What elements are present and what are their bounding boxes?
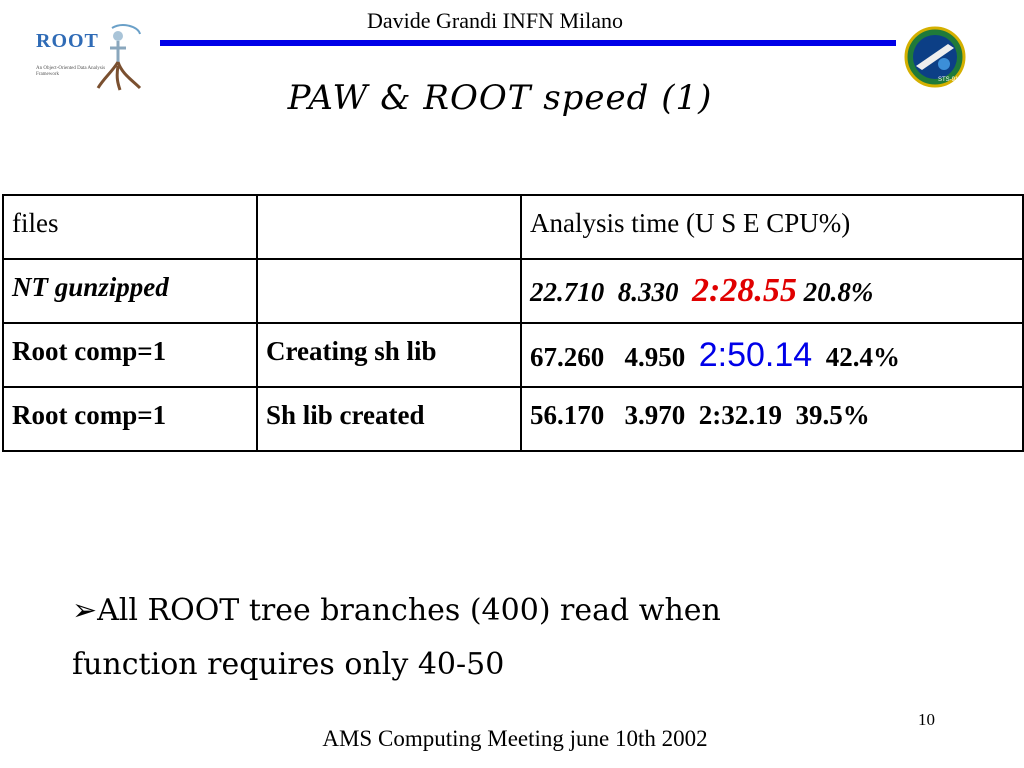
slide-title: PAW & ROOT speed (1): [287, 78, 713, 118]
elapsed-time: 2:32.19: [698, 400, 782, 430]
cpu-percent: 42.4%: [825, 342, 900, 372]
system-time: 4.950: [624, 342, 686, 372]
header-author: Davide Grandi INFN Milano: [366, 8, 623, 33]
root-logo: ROOT An Object-Oriented Data Analysis Fr…: [30, 22, 146, 92]
user-time: 56.170: [530, 400, 605, 430]
timing-cell: 22.710 8.330 2:28.55 20.8%: [520, 258, 1024, 324]
bullet-text: All ROOT tree branches (400) read when f…: [72, 593, 721, 682]
root-tree-figure-icon: [96, 24, 142, 91]
arrow-bullet-icon: ➢: [72, 593, 98, 628]
table-row: Root comp=1 Creating sh lib 67.260 4.950…: [2, 322, 1024, 388]
elapsed-time: 2:50.14: [698, 336, 813, 374]
root-logo-word: ROOT: [36, 30, 99, 52]
note-cell: [256, 258, 522, 324]
header-rule: [160, 40, 896, 46]
note-cell: Sh lib created: [256, 386, 522, 452]
cpu-percent: 39.5%: [795, 400, 870, 430]
timing-cell: 56.170 3.970 2:32.19 39.5%: [520, 386, 1024, 452]
elapsed-time: 2:28.55: [692, 272, 797, 309]
file-cell: NT gunzipped: [2, 258, 258, 324]
root-logo-tagline: An Object-Oriented Data Analysis Framewo…: [36, 66, 106, 77]
system-time: 3.970: [624, 400, 686, 430]
timing-table: files Analysis time (U S E CPU%) NT gunz…: [2, 194, 1024, 452]
table-row: Root comp=1 Sh lib created 56.170 3.970 …: [2, 386, 1024, 452]
table-header-cell: files: [2, 194, 258, 260]
file-cell: Root comp=1: [2, 322, 258, 388]
note-cell: Creating sh lib: [256, 322, 522, 388]
timing-cell: 67.260 4.950 2:50.14 42.4%: [520, 322, 1024, 388]
footer: AMS Computing Meeting june 10th 2002: [322, 726, 708, 751]
file-cell: Root comp=1: [2, 386, 258, 452]
page-number: 10: [918, 710, 935, 729]
table-header-row: files Analysis time (U S E CPU%): [2, 194, 1024, 260]
user-time: 67.260: [530, 342, 605, 372]
table-header-cell: [256, 194, 522, 260]
bullet-point: ➢All ROOT tree branches (400) read when …: [72, 584, 832, 692]
ams-patch-label: STS-91: [938, 77, 959, 83]
ams-mission-patch-icon: STS-91: [904, 26, 966, 88]
table-row: NT gunzipped 22.710 8.330 2:28.55 20.8%: [2, 258, 1024, 324]
user-time: 22.710: [530, 277, 605, 307]
table-header-cell: Analysis time (U S E CPU%): [520, 194, 1024, 260]
cpu-percent: 20.8%: [803, 277, 874, 307]
system-time: 8.330: [617, 277, 679, 307]
